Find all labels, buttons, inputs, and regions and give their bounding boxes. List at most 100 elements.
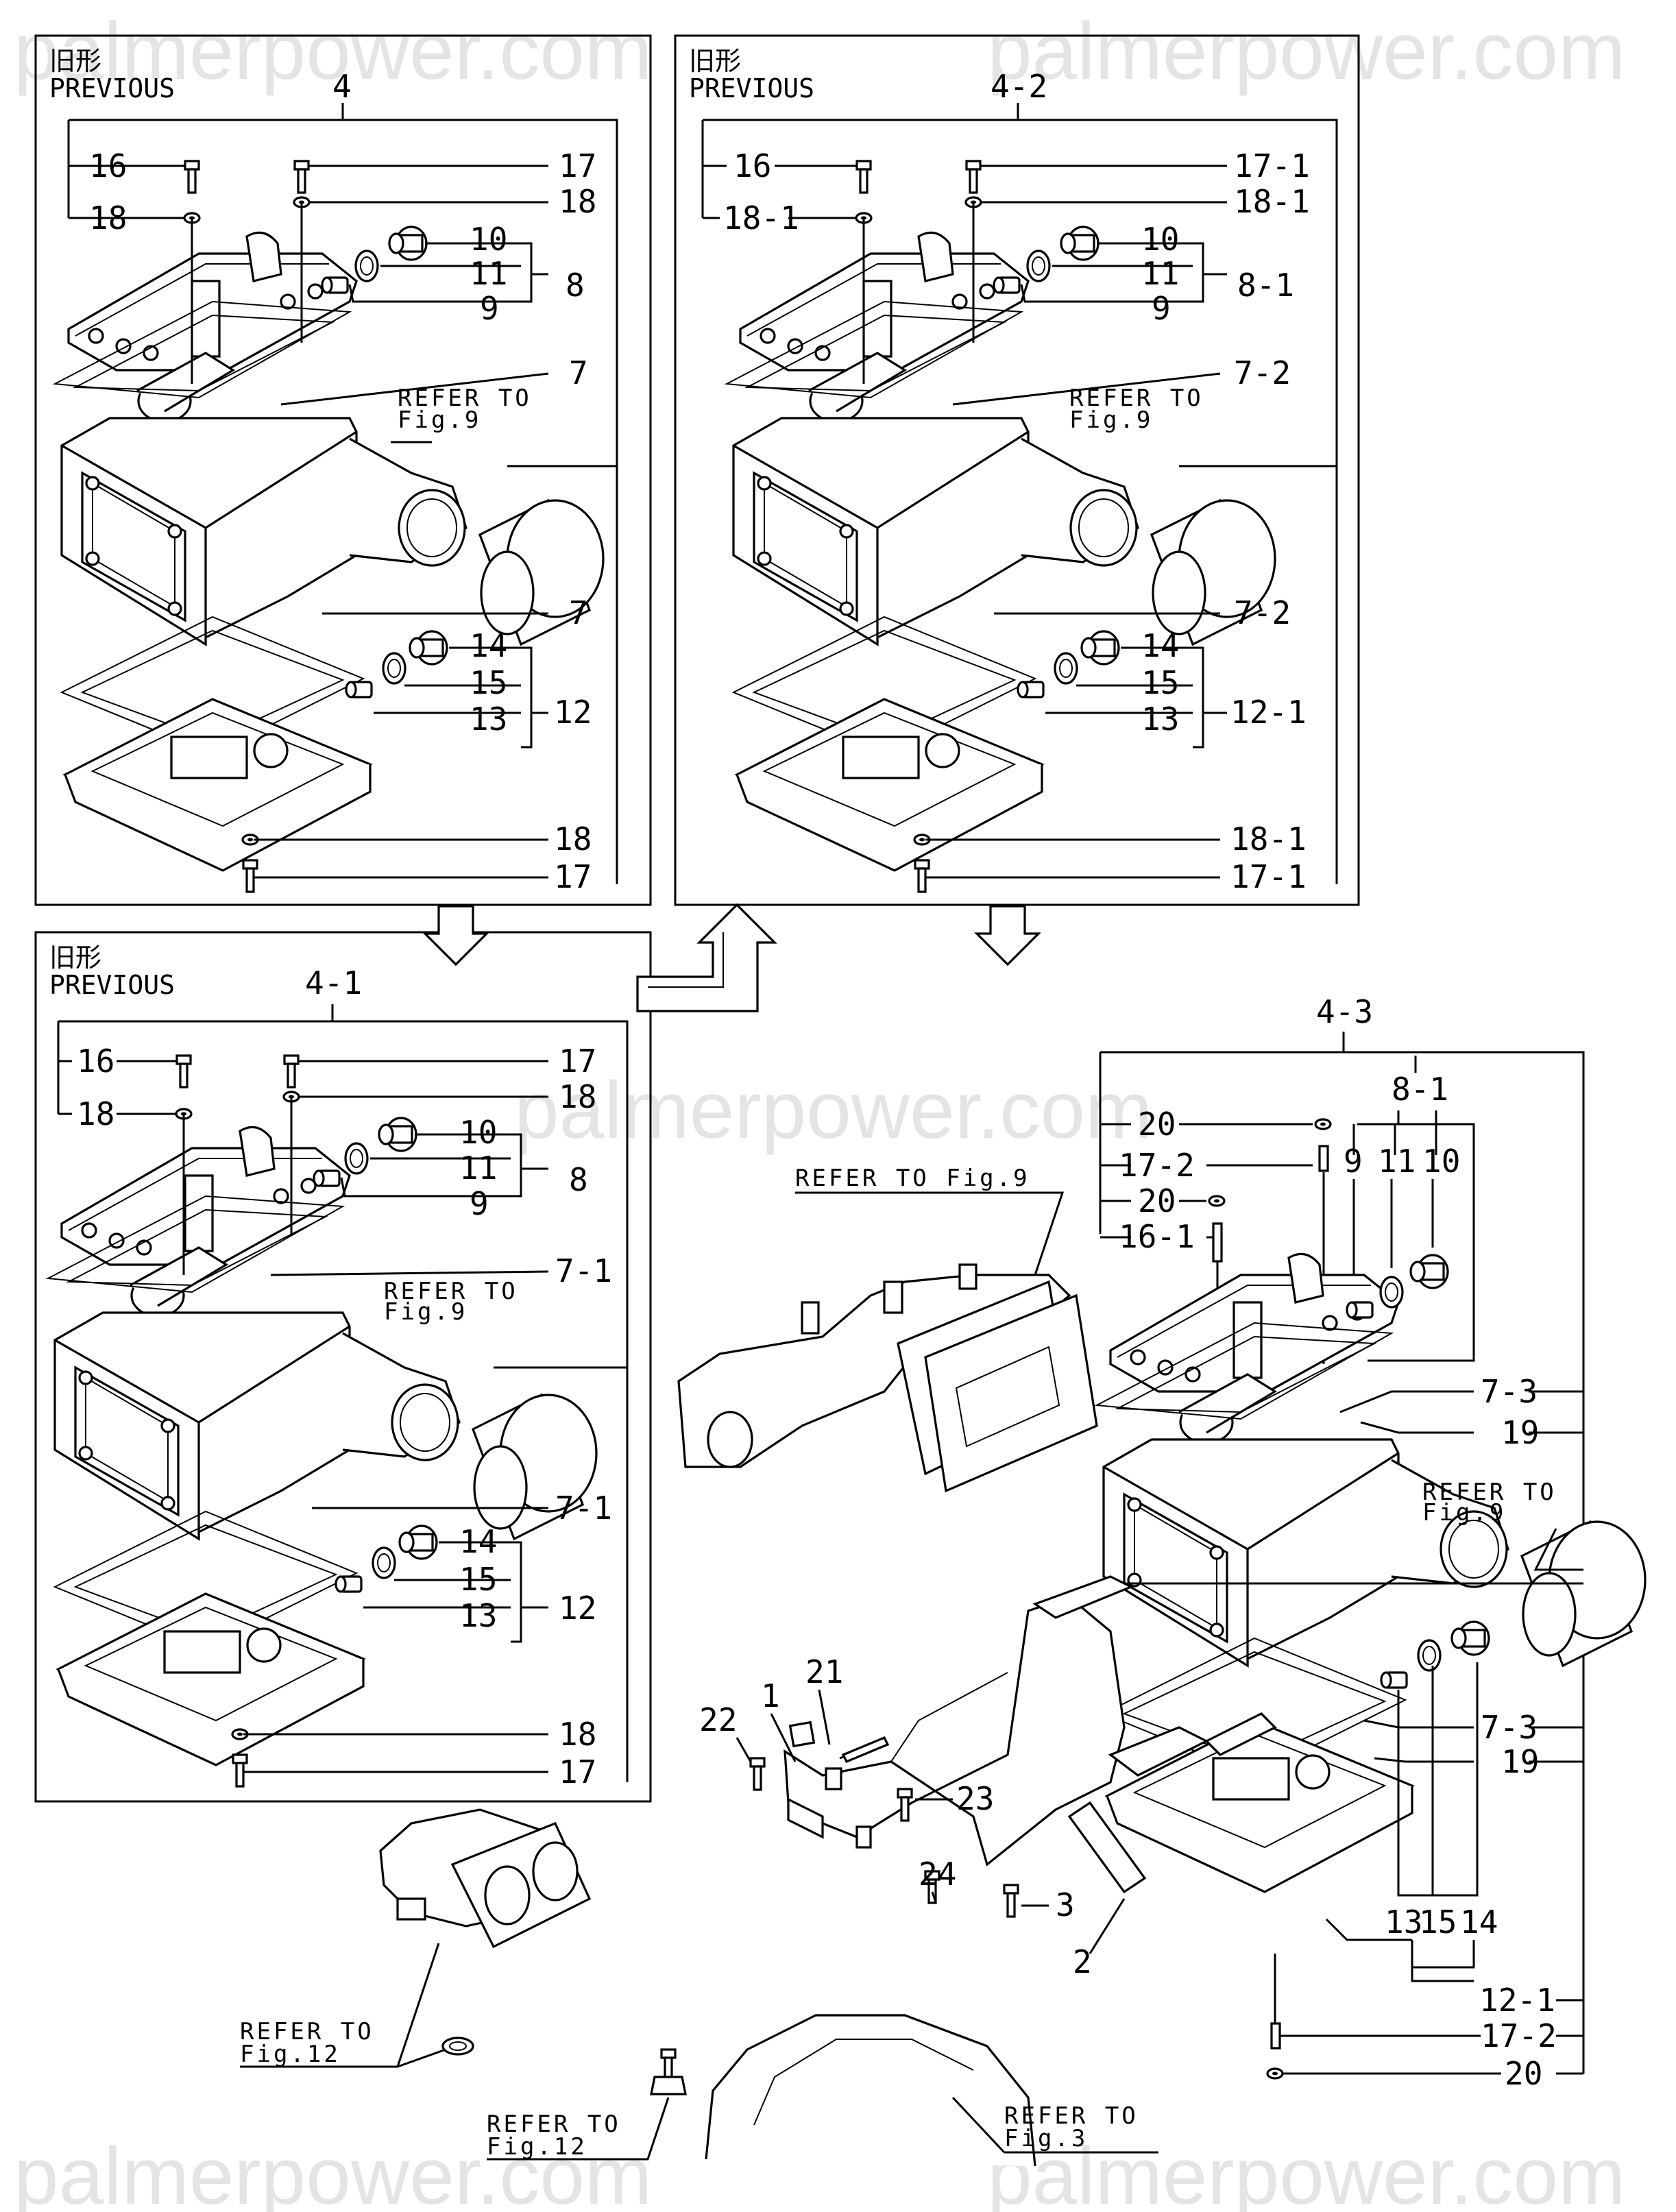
part-label: 7-3 bbox=[1481, 1373, 1538, 1410]
watermark: palmerpower.com bbox=[987, 2131, 1625, 2212]
part-label: 7-2 bbox=[1234, 594, 1291, 631]
part-label: 12-1 bbox=[1230, 694, 1307, 731]
part-label: 18 bbox=[554, 821, 592, 858]
intake-assembly bbox=[1095, 1252, 1647, 1893]
part-label: 17 bbox=[559, 1753, 596, 1790]
part-label: 14 bbox=[1141, 627, 1179, 664]
part-label: 8 bbox=[569, 1161, 588, 1198]
refer-figure: Fig.12 bbox=[240, 2041, 341, 2068]
refer-text: REFER TO bbox=[1422, 1479, 1557, 1506]
watermark: palmerpower.com bbox=[987, 6, 1625, 97]
part-label: 18 bbox=[559, 1078, 596, 1115]
header-jp: 旧形 bbox=[49, 46, 101, 76]
assembly-number: 8-1 bbox=[1392, 1071, 1448, 1108]
assembly-number: 4-3 bbox=[1316, 993, 1373, 1030]
part-label: 17 bbox=[559, 147, 596, 184]
header-jp: 旧形 bbox=[689, 46, 741, 76]
part-label: 19 bbox=[1501, 1743, 1539, 1780]
part-label: 7-2 bbox=[1234, 354, 1291, 391]
refer-text: REFER TO bbox=[240, 2018, 374, 2045]
header-en: PREVIOUS bbox=[689, 73, 814, 104]
part-label: 7 bbox=[569, 354, 588, 391]
part-label: 18 bbox=[89, 199, 127, 236]
part-label: 11 bbox=[1141, 255, 1179, 292]
part-label: 18-1 bbox=[1230, 821, 1307, 858]
refer-figure: Fig.9 bbox=[384, 1298, 467, 1326]
turbocharger-flange bbox=[379, 1808, 592, 2056]
main-assembly-4-3: 4-3 8-1 9 11 10 20 17-2 20 16-1 7-3 19 bbox=[240, 993, 1647, 2167]
watermark: palmerpower.com bbox=[14, 6, 652, 97]
part-label: 23 bbox=[956, 1780, 994, 1817]
intake-assembly bbox=[725, 231, 1276, 872]
part-label: 12 bbox=[554, 694, 592, 731]
part-label: 15 bbox=[1141, 664, 1179, 701]
refer-text: REFER TO bbox=[1004, 2102, 1139, 2130]
part-label: 8-1 bbox=[1237, 267, 1294, 304]
part-label: 11 bbox=[459, 1150, 497, 1187]
part-label: 14 bbox=[459, 1523, 497, 1560]
header-jp: 旧形 bbox=[49, 943, 101, 973]
panel-previous-4: 旧形 PREVIOUS 4 16 18 17 18 10 11 9 8 7 7 … bbox=[34, 34, 652, 906]
part-label: 24 bbox=[919, 1856, 956, 1893]
part-label: 22 bbox=[699, 1701, 737, 1738]
part-label: 15 bbox=[459, 1561, 497, 1598]
assembly-number: 4 bbox=[332, 68, 352, 105]
part-label: 10 bbox=[459, 1114, 497, 1151]
arrow-down-icon bbox=[975, 905, 1040, 966]
part-label: 2 bbox=[1073, 1943, 1092, 1980]
part-label: 11 bbox=[470, 255, 507, 292]
part-label: 1 bbox=[761, 1677, 780, 1714]
part-label: 20 bbox=[1138, 1106, 1176, 1143]
arrow-bend-up-icon bbox=[636, 903, 777, 1012]
refer-text: REFER TO bbox=[1069, 385, 1204, 412]
part-label: 18-1 bbox=[1234, 183, 1310, 220]
part-label: 18-1 bbox=[723, 199, 799, 236]
part-label: 9 bbox=[1152, 290, 1171, 327]
part-label: 7-3 bbox=[1481, 1709, 1538, 1746]
intake-assembly bbox=[47, 1126, 598, 1766]
part-label: 16 bbox=[733, 147, 771, 184]
part-label: 11 bbox=[1378, 1143, 1416, 1180]
engine-housing bbox=[705, 2014, 1036, 2167]
part-label: 17 bbox=[554, 858, 592, 895]
part-label: 17-1 bbox=[1230, 858, 1307, 895]
part-label: 10 bbox=[470, 221, 507, 258]
part-label: 13 bbox=[459, 1597, 497, 1634]
bracket-assembly bbox=[784, 1575, 1277, 1894]
part-label: 13 bbox=[1385, 1904, 1422, 1941]
assembly-number: 4-2 bbox=[991, 68, 1047, 105]
part-label: 12-1 bbox=[1479, 1982, 1555, 2019]
panel-previous-4-1: 旧形 PREVIOUS 4-1 16 18 17 18 10 11 9 8 7-… bbox=[34, 931, 652, 1803]
part-label: 12 bbox=[559, 1590, 596, 1627]
header-en: PREVIOUS bbox=[49, 73, 175, 104]
part-label: 19 bbox=[1501, 1414, 1539, 1451]
panel-previous-4-2: 旧形 PREVIOUS 4-2 16 18-1 17-1 18-1 10 11 … bbox=[674, 34, 1360, 906]
refer-figure: Fig.9 bbox=[398, 406, 481, 434]
part-label: 20 bbox=[1138, 1182, 1176, 1219]
part-label: 21 bbox=[805, 1653, 843, 1690]
part-label: 16 bbox=[89, 147, 127, 184]
assembly-number: 4-1 bbox=[305, 964, 362, 1001]
part-label: 17-2 bbox=[1481, 2017, 1557, 2054]
part-label: 18 bbox=[559, 183, 596, 220]
header-en: PREVIOUS bbox=[49, 970, 175, 1000]
part-label: 16-1 bbox=[1119, 1218, 1195, 1255]
part-label: 13 bbox=[1141, 701, 1179, 738]
part-label: 8 bbox=[566, 267, 585, 304]
part-label: 17-2 bbox=[1119, 1147, 1195, 1184]
watermark: palmerpower.com bbox=[14, 2131, 652, 2212]
part-label: 7-1 bbox=[555, 1490, 612, 1527]
part-label: 14 bbox=[1460, 1904, 1498, 1941]
refer-figure: Fig.9 bbox=[1422, 1499, 1506, 1527]
watermark: palmerpower.com bbox=[514, 1065, 1152, 1156]
part-label: 9 bbox=[470, 1185, 489, 1222]
refer-figure: Fig.3 bbox=[1004, 2125, 1088, 2152]
exhaust-manifold bbox=[677, 1263, 1098, 1493]
part-label: 14 bbox=[470, 627, 507, 664]
part-label: 9 bbox=[1344, 1143, 1363, 1180]
part-label: 10 bbox=[1141, 221, 1179, 258]
part-label: 7-1 bbox=[555, 1252, 612, 1289]
part-label: 17-1 bbox=[1234, 147, 1310, 184]
refer-text: REFER TO bbox=[398, 385, 532, 412]
